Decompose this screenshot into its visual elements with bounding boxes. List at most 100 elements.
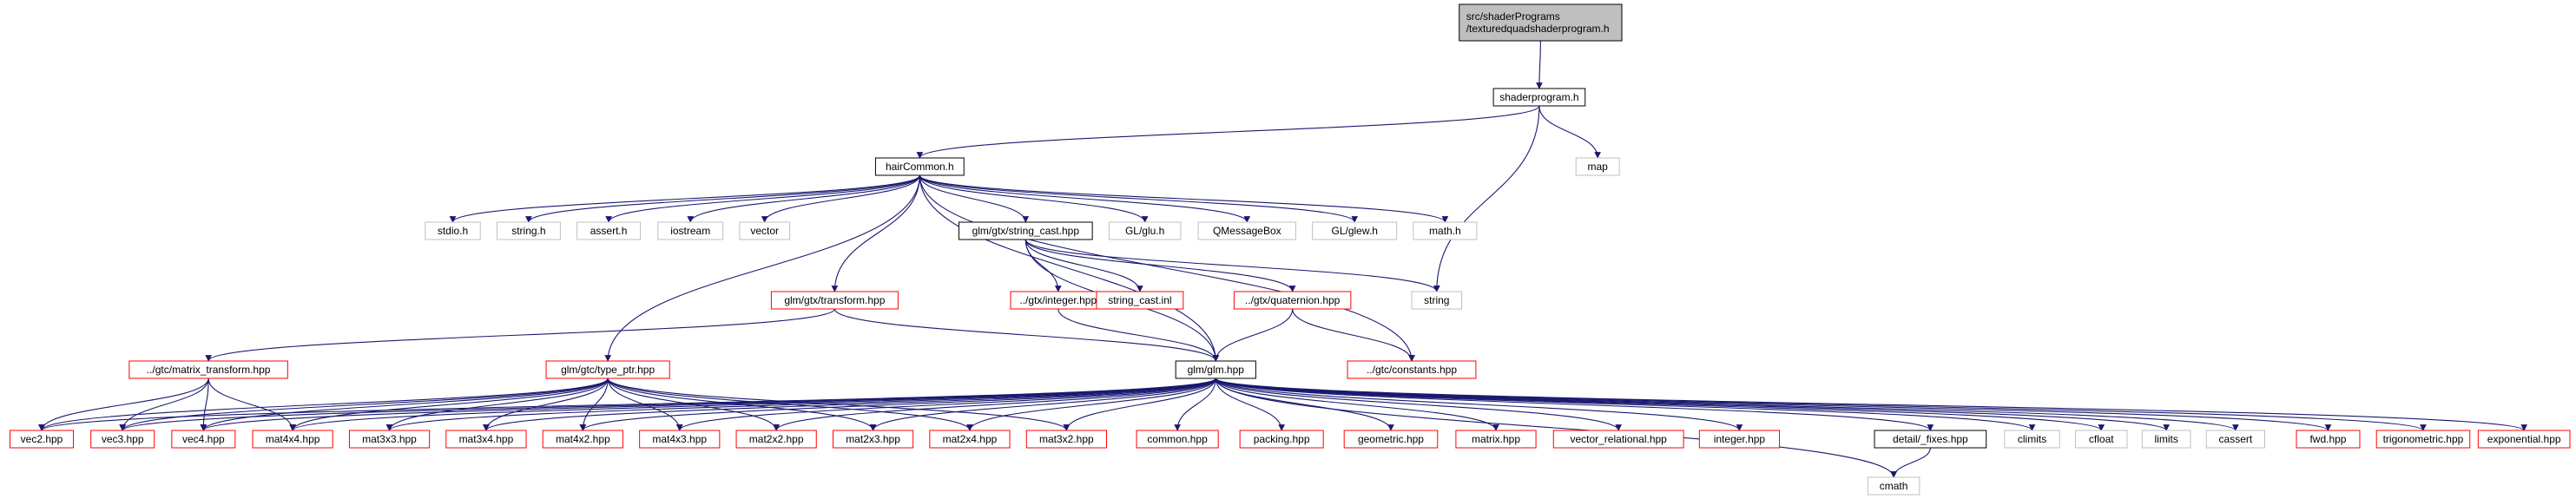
node-qmessagebox-label-0: QMessageBox	[1213, 225, 1281, 237]
node-stringh: string.h	[496, 221, 561, 240]
node-fixes-label-0: detail/_fixes.hpp	[1893, 433, 1968, 445]
node-mat2x4[interactable]: mat2x4.hpp	[929, 430, 1011, 449]
node-string_cast_hpp-label-0: glm/gtx/string_cast.hpp	[972, 225, 1080, 237]
node-mat2x4-box	[929, 430, 1011, 449]
node-string-label-0: string	[1424, 294, 1449, 306]
node-glu: GL/glu.h	[1108, 221, 1182, 240]
node-shaderprogram-box	[1492, 88, 1586, 107]
node-climits: climits	[2004, 430, 2060, 449]
node-mat4x3[interactable]: mat4x3.hpp	[639, 430, 721, 449]
node-gtc_constants[interactable]: ../gtc/constants.hpp	[1347, 360, 1477, 379]
edge-gtx_integer-to-glm	[1057, 308, 1220, 362]
node-gtc_constants-label-0: ../gtc/constants.hpp	[1367, 364, 1457, 376]
node-mat3x4[interactable]: mat3x4.hpp	[445, 430, 527, 449]
node-exponential-box	[2477, 430, 2571, 449]
node-gtc_type_ptr-box	[545, 360, 670, 379]
node-stdio-label-0: stdio.h	[438, 225, 468, 237]
node-limits: limits	[2141, 430, 2191, 449]
node-mat4x3-label-0: mat4x3.hpp	[652, 433, 707, 445]
node-gtc_matrix_transform[interactable]: ../gtc/matrix_transform.hpp	[128, 360, 288, 379]
node-mat2x3-label-0: mat2x3.hpp	[846, 433, 900, 445]
node-vec4[interactable]: vec4.hpp	[171, 430, 236, 449]
node-root-label-1: /texturedquadshaderprogram.h	[1466, 23, 1610, 35]
node-string_cast_hpp[interactable]: glm/gtx/string_cast.hpp	[958, 221, 1093, 240]
node-mat3x3-box	[348, 430, 431, 449]
node-mat3x2-box	[1025, 430, 1107, 449]
node-vec2[interactable]: vec2.hpp	[10, 430, 75, 449]
node-shaderprogram[interactable]: shaderprogram.h	[1492, 88, 1586, 107]
node-matrix-label-0: matrix.hpp	[1472, 433, 1520, 445]
node-map-box	[1575, 157, 1620, 176]
edge-glm-to-cmath	[1215, 378, 1897, 478]
node-glm[interactable]: glm/glm.hpp	[1175, 360, 1256, 379]
node-string_cast_inl[interactable]: string_cast.inl	[1096, 291, 1184, 310]
node-mat4x2[interactable]: mat4x2.hpp	[542, 430, 623, 449]
node-fixes-box	[1874, 430, 1987, 449]
edge-gtc_type_ptr-to-vec2	[38, 378, 609, 431]
node-gtx_integer[interactable]: ../gtx/integer.hpp	[1010, 291, 1107, 310]
node-mat4x4-label-0: mat4x4.hpp	[266, 433, 320, 445]
node-gtc_type_ptr[interactable]: glm/gtc/type_ptr.hpp	[545, 360, 670, 379]
node-root-box	[1459, 3, 1623, 42]
node-exponential[interactable]: exponential.hpp	[2477, 430, 2571, 449]
edge-glm-to-mat4x3	[676, 378, 1216, 431]
node-geometric-label-0: geometric.hpp	[1358, 433, 1424, 445]
edge-glm-to-vec4	[200, 378, 1216, 431]
node-vector_relational-box	[1552, 430, 1684, 449]
node-asserth-label-0: assert.h	[590, 225, 628, 237]
node-mat2x3[interactable]: mat2x3.hpp	[832, 430, 914, 449]
edge-gtc_matrix_transform-to-vec3	[119, 378, 209, 431]
node-gtx_transform[interactable]: glm/gtx/transform.hpp	[770, 291, 899, 310]
node-mat3x3[interactable]: mat3x3.hpp	[348, 430, 431, 449]
node-vec3[interactable]: vec3.hpp	[90, 430, 155, 449]
node-integer[interactable]: integer.hpp	[1698, 430, 1781, 449]
edge-string_cast_hpp-to-string_cast_inl	[1024, 239, 1143, 292]
node-gtx_quaternion-box	[1233, 291, 1352, 310]
node-matrix-box	[1455, 430, 1537, 449]
node-geometric[interactable]: geometric.hpp	[1343, 430, 1439, 449]
node-vec3-label-0: vec3.hpp	[102, 433, 144, 445]
edge-hairCommon-to-glew	[919, 174, 1358, 223]
node-vector: vector	[739, 221, 791, 240]
edges-layer	[38, 40, 2527, 478]
edge-gtc_matrix_transform-to-vec4	[200, 378, 209, 431]
node-fwd[interactable]: fwd.hpp	[2296, 430, 2361, 449]
node-mat3x4-box	[445, 430, 527, 449]
node-cmath-label-0: cmath	[1880, 480, 1908, 492]
edge-gtc_type_ptr-to-mat3x4	[483, 378, 609, 431]
edge-hairCommon-to-glm	[919, 174, 1220, 362]
node-root[interactable]: src/shaderPrograms/texturedquadshaderpro…	[1459, 3, 1623, 42]
edge-glm-to-integer	[1215, 378, 1743, 431]
node-mat2x2[interactable]: mat2x2.hpp	[735, 430, 817, 449]
node-string: string	[1411, 291, 1463, 310]
node-glew: GL/glew.h	[1312, 221, 1398, 240]
node-hairCommon[interactable]: hairCommon.h	[874, 157, 965, 176]
node-map: map	[1575, 157, 1620, 176]
node-gtc_type_ptr-label-0: glm/gtc/type_ptr.hpp	[561, 364, 655, 376]
node-asserth: assert.h	[576, 221, 642, 240]
node-gtx_quaternion[interactable]: ../gtx/quaternion.hpp	[1233, 291, 1352, 310]
edge-glm-to-mat2x3	[869, 378, 1216, 431]
node-fixes[interactable]: detail/_fixes.hpp	[1874, 430, 1987, 449]
node-iostream: iostream	[657, 221, 724, 240]
node-mat4x4[interactable]: mat4x4.hpp	[252, 430, 333, 449]
edge-gtx_transform-to-glm	[833, 308, 1220, 362]
edge-glm-to-matrix	[1215, 378, 1499, 431]
edge-shaderprogram-to-hairCommon	[916, 105, 1540, 159]
edge-glm-to-mat3x3	[385, 378, 1216, 431]
node-trigonometric[interactable]: trigonometric.hpp	[2375, 430, 2471, 449]
node-vector_relational[interactable]: vector_relational.hpp	[1552, 430, 1684, 449]
node-trigonometric-box	[2375, 430, 2471, 449]
node-packing[interactable]: packing.hpp	[1239, 430, 1324, 449]
edge-hairCommon-to-qmessagebox	[919, 174, 1251, 223]
node-cassert-label-0: cassert	[2219, 433, 2253, 445]
node-mat3x2[interactable]: mat3x2.hpp	[1025, 430, 1107, 449]
edge-hairCommon-to-vector	[761, 174, 920, 223]
node-common[interactable]: common.hpp	[1136, 430, 1219, 449]
edge-glm-to-fwd	[1215, 378, 2332, 431]
node-vector-label-0: vector	[750, 225, 779, 237]
node-matrix[interactable]: matrix.hpp	[1455, 430, 1537, 449]
node-climits-box	[2004, 430, 2060, 449]
node-mat4x2-box	[542, 430, 623, 449]
edge-gtc_type_ptr-to-mat3x2	[607, 378, 1071, 431]
